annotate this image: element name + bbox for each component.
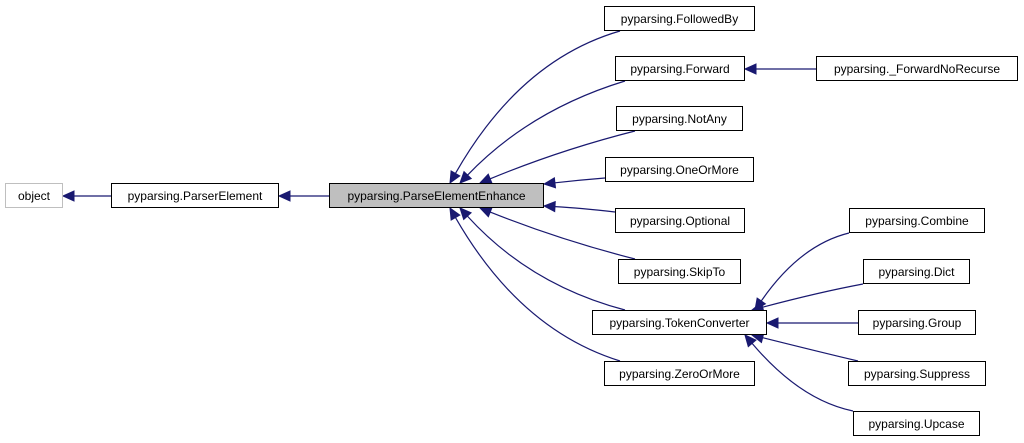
node-suppress[interactable]: pyparsing.Suppress — [848, 361, 986, 386]
node-dict[interactable]: pyparsing.Dict — [863, 259, 970, 284]
node-not-any[interactable]: pyparsing.NotAny — [616, 106, 743, 131]
edge-forward-enhance — [467, 80, 626, 176]
edge-followedby-enhance — [454, 30, 621, 174]
node-zero-or-more[interactable]: pyparsing.ZeroOrMore — [604, 361, 755, 386]
node-parser-element[interactable]: pyparsing.ParserElement — [111, 183, 279, 208]
edge-upcase-tokenconverter — [751, 343, 854, 412]
edge-combine-tokenconverter — [760, 232, 850, 302]
node-one-or-more[interactable]: pyparsing.OneOrMore — [605, 157, 754, 182]
edge-oneormore-enhance — [554, 177, 606, 184]
node-skip-to[interactable]: pyparsing.SkipTo — [618, 259, 741, 284]
arrowhead-icon — [765, 317, 779, 329]
edge-notany-enhance — [489, 130, 636, 180]
node-combine[interactable]: pyparsing.Combine — [849, 208, 985, 233]
arrowhead-icon — [459, 207, 473, 221]
arrowhead-icon — [449, 206, 461, 221]
edge-skipto-enhance — [489, 211, 636, 260]
edge-tokenconverter-enhance — [466, 215, 626, 311]
arrowhead-icon — [459, 170, 473, 184]
arrowhead-icon — [61, 190, 75, 202]
arrowhead-icon — [744, 334, 757, 348]
arrowhead-icon — [277, 190, 291, 202]
node-group[interactable]: pyparsing.Group — [858, 310, 976, 335]
node-optional[interactable]: pyparsing.Optional — [615, 208, 745, 233]
node-forward[interactable]: pyparsing.Forward — [615, 56, 745, 81]
node-forward-no-recurse[interactable]: pyparsing._ForwardNoRecurse — [816, 56, 1018, 81]
node-parse-element-enhance: pyparsing.ParseElementEnhance — [329, 183, 544, 208]
arrowhead-icon — [542, 200, 556, 213]
arrowhead-icon — [542, 176, 557, 189]
node-token-converter[interactable]: pyparsing.TokenConverter — [592, 310, 767, 335]
edge-suppress-tokenconverter — [762, 337, 859, 362]
edge-optional-enhance — [554, 206, 616, 213]
node-object: object — [5, 183, 63, 208]
edge-zeroormore-enhance — [454, 217, 621, 362]
node-followed-by[interactable]: pyparsing.FollowedBy — [604, 6, 755, 31]
arrowhead-icon — [449, 170, 461, 185]
edge-dict-tokenconverter — [762, 283, 864, 308]
arrowhead-icon — [478, 206, 493, 218]
node-upcase[interactable]: pyparsing.Upcase — [853, 411, 980, 436]
arrowhead-icon — [743, 63, 757, 75]
